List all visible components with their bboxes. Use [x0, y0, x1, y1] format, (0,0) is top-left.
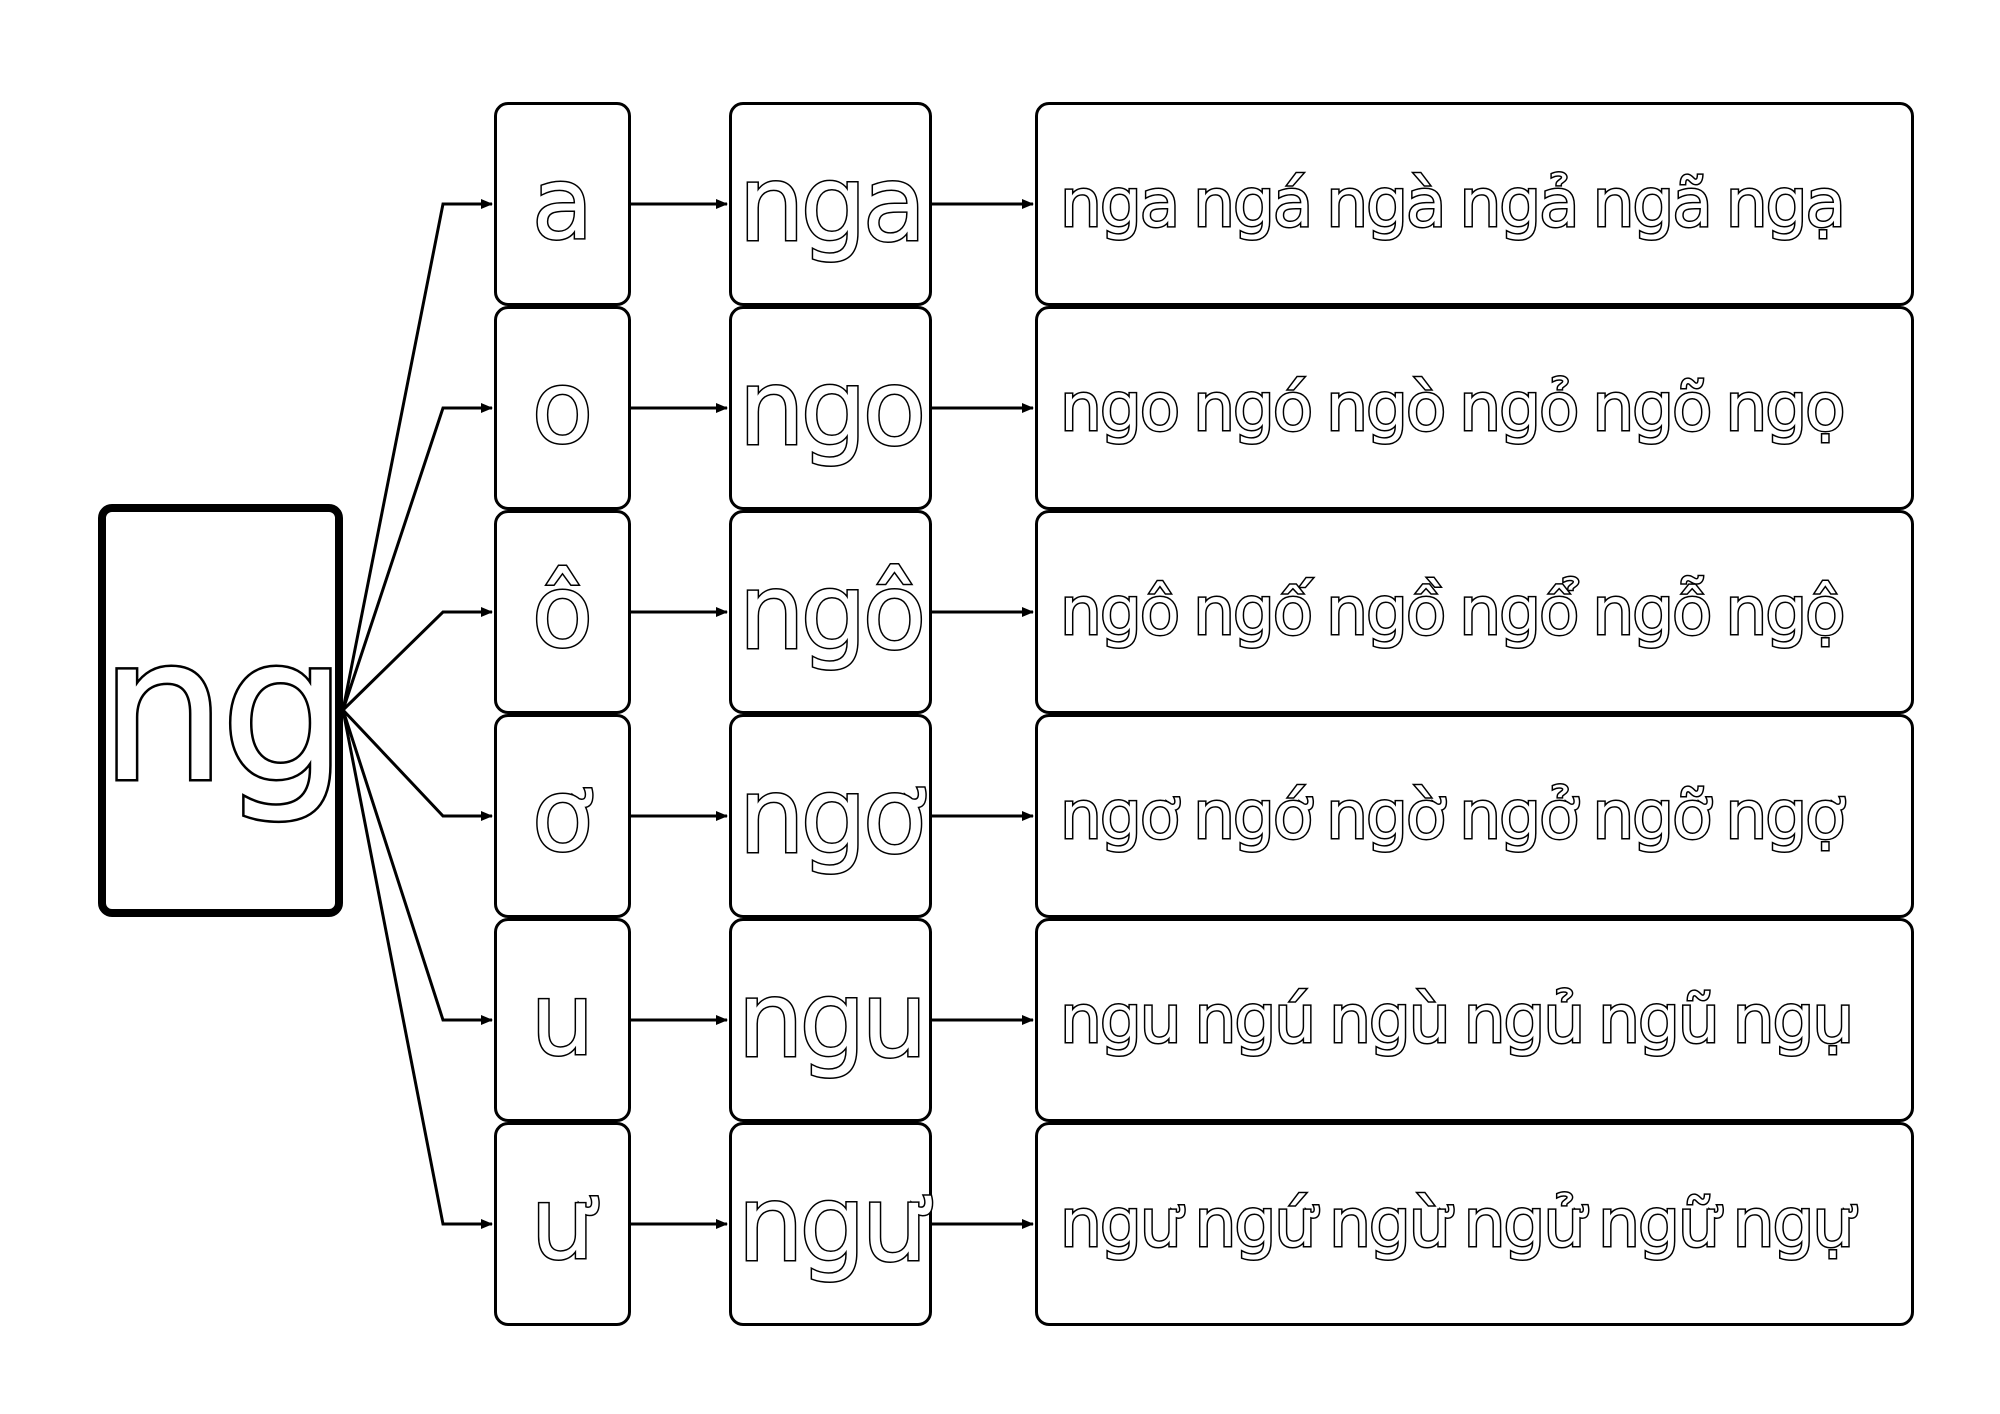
vowel-box-o-horn: ơ: [494, 714, 631, 918]
vowel-box-o: o: [494, 306, 631, 510]
tone-box-ngu-horn: ngư ngứ ngừ ngử ngữ ngự: [1035, 1122, 1914, 1326]
syllable-box-ngo: ngo: [729, 306, 932, 510]
tone-variants-label: ngô ngố ngồ ngổ ngỗ ngộ: [1059, 573, 1848, 650]
vowel-label: a: [530, 145, 594, 262]
vowel-box-o-circumflex: ô: [494, 510, 631, 714]
syllable-label: ngô: [737, 551, 928, 673]
vowel-box-u-horn: ư: [494, 1122, 631, 1326]
root-to-vowel-arrow: [341, 403, 493, 711]
tone-variants-label: ngư ngứ ngừ ngử ngữ ngự: [1058, 1185, 1855, 1262]
vowel-label: u: [529, 961, 595, 1078]
root-to-vowel-arrow: [341, 709, 493, 1025]
vowel-label: o: [530, 349, 594, 466]
syllable-label: nga: [737, 143, 928, 265]
syllable-box-ngo-horn: ngơ: [729, 714, 932, 918]
vowel-label: ơ: [530, 757, 594, 874]
vowel-box-u: u: [494, 918, 631, 1122]
root-to-vowel-arrow: [341, 199, 493, 711]
tone-box-ngo: ngo ngó ngò ngỏ ngõ ngọ: [1035, 306, 1914, 510]
syllable-label: ngư: [736, 1163, 929, 1285]
vowel-label: ô: [530, 553, 594, 670]
arrow-group: [341, 199, 1034, 1229]
tone-variants-label: nga ngá ngà ngả ngã ngạ: [1059, 165, 1848, 242]
vowel-box-a: a: [494, 102, 631, 306]
tone-box-ngo-circumflex: ngô ngố ngồ ngổ ngỗ ngộ: [1035, 510, 1914, 714]
syllable-box-ngu: ngu: [729, 918, 932, 1122]
tone-variants-label: ngo ngó ngò ngỏ ngõ ngọ: [1059, 369, 1848, 446]
syllable-label: ngo: [737, 347, 928, 469]
tone-variants-label: ngơ ngớ ngờ ngở ngỡ ngợ: [1059, 777, 1848, 854]
root-consonant-box: ng: [97, 504, 350, 917]
root-to-vowel-arrow: [341, 709, 493, 1229]
syllable-box-ngu-horn: ngư: [729, 1122, 932, 1326]
tone-box-ngo-horn: ngơ ngớ ngờ ngở ngỡ ngợ: [1035, 714, 1914, 918]
root-to-vowel-arrow: [341, 607, 493, 712]
root-to-vowel-arrow: [341, 708, 493, 821]
tone-box-ngu: ngu ngú ngù ngủ ngũ ngụ: [1035, 918, 1914, 1122]
syllable-label: ngơ: [737, 755, 928, 877]
tone-box-nga: nga ngá ngà ngả ngã ngạ: [1035, 102, 1914, 306]
tone-variants-label: ngu ngú ngù ngủ ngũ ngụ: [1058, 981, 1855, 1058]
syllable-label: ngu: [736, 959, 929, 1081]
syllable-box-ngo-circumflex: ngô: [729, 510, 932, 714]
vowel-label: ư: [529, 1165, 595, 1282]
syllable-box-nga: nga: [729, 102, 932, 306]
root-consonant-label: ng: [97, 593, 350, 827]
